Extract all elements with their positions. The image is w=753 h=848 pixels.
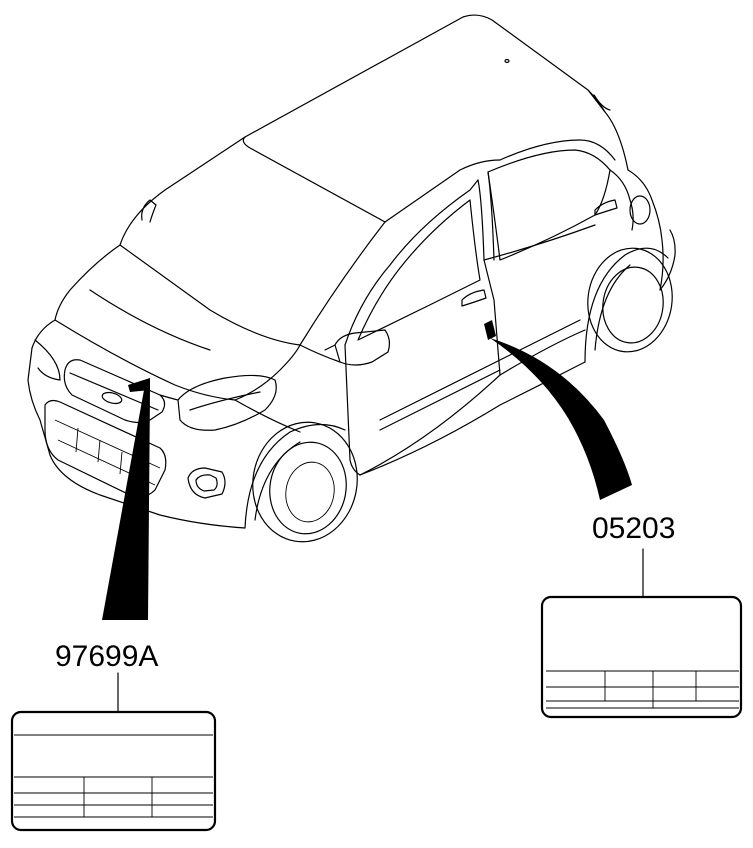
part-number-97699a: 97699A [55,640,158,673]
label-97699a-leader [102,390,150,620]
label-05203-sticker [540,595,743,719]
car-outline [27,14,676,543]
label-05203-leader [490,338,632,500]
label-97699a-callout [102,378,150,620]
label-05203-marker [484,320,496,340]
part-number-05203: 05203 [592,512,675,545]
label-97699a-sticker [10,710,217,832]
label-97699a-marker [128,378,150,392]
label-05203-callout [484,320,632,500]
